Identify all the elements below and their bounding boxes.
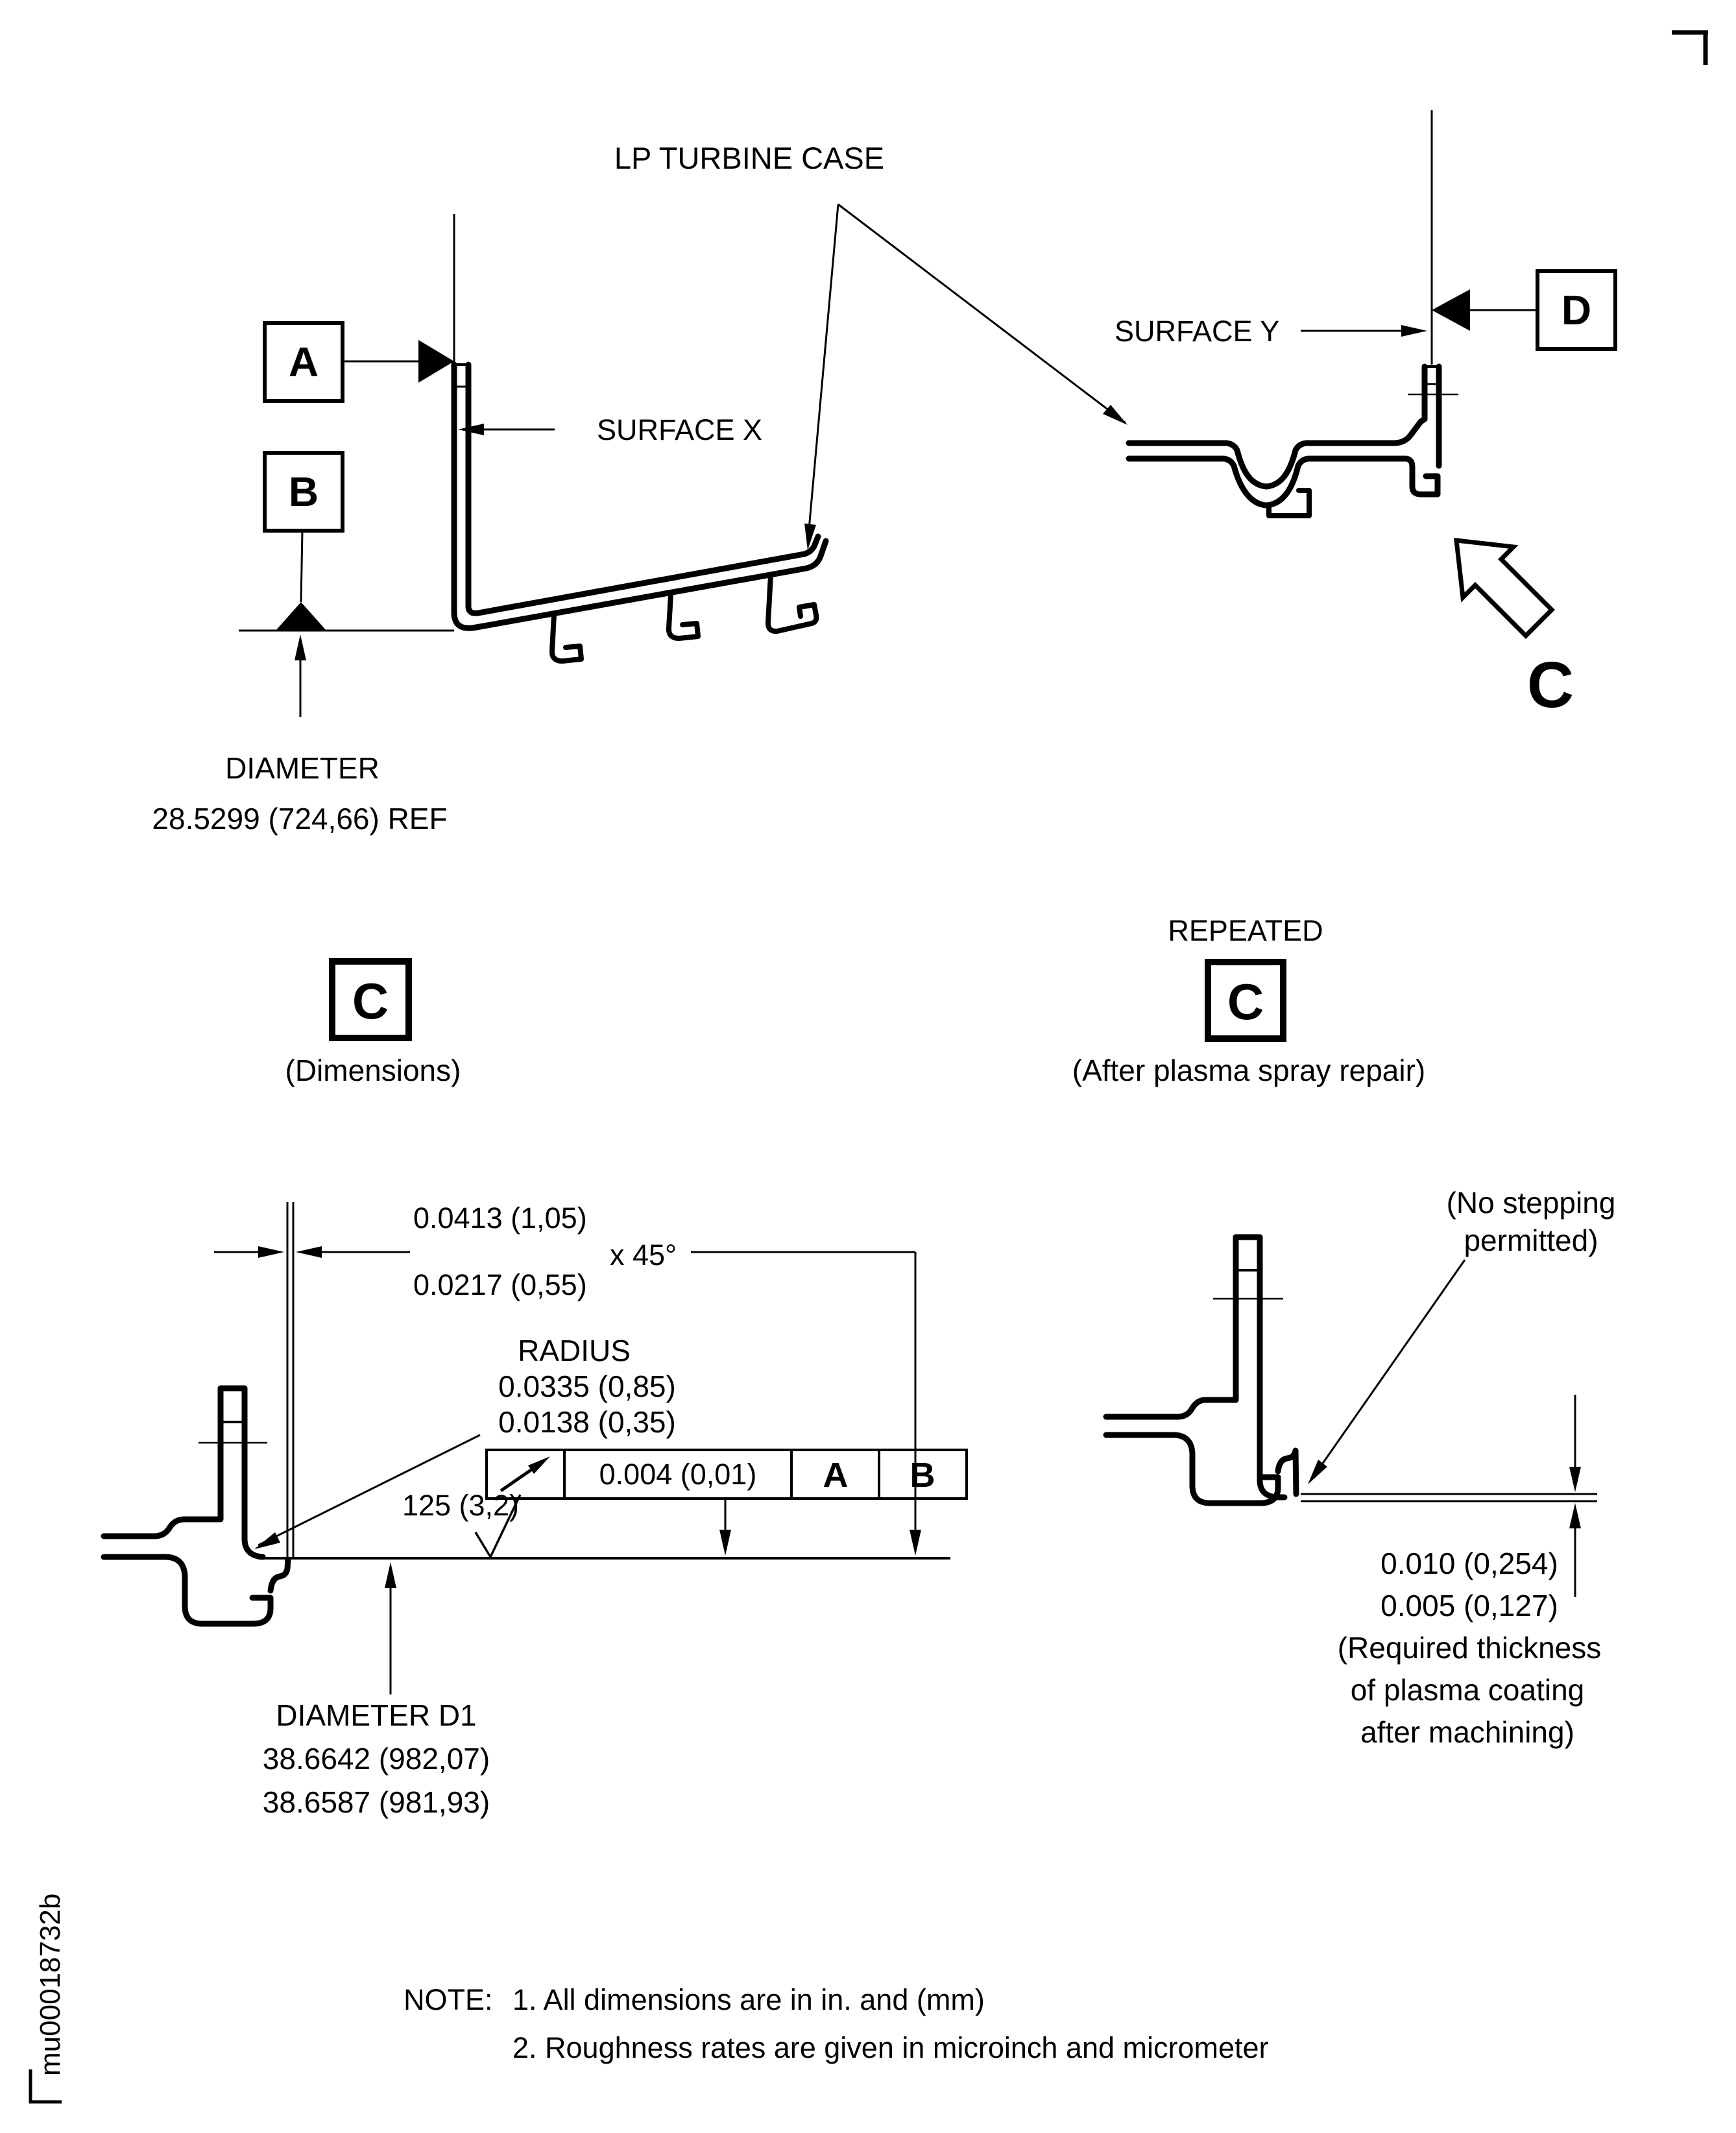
dimensions-caption: (Dimensions)	[285, 1054, 461, 1087]
note-1: 1. All dimensions are in in. and (mm)	[512, 1983, 985, 2016]
radius-callout: RADIUS 0.0335 (0,85) 0.0138 (0,35)	[254, 1334, 676, 1549]
datum-b-flag: B	[239, 451, 454, 632]
case-foot	[765, 573, 819, 634]
diameter-value: 28.5299 (724,66) REF	[152, 802, 447, 836]
radius-label: RADIUS	[518, 1334, 631, 1368]
dimensions-profile	[101, 1385, 950, 1627]
repeated-heading: REPEATED	[1168, 914, 1323, 947]
thickness-min: 0.005 (0,127)	[1380, 1589, 1558, 1622]
datum-d-letter: D	[1561, 287, 1591, 333]
top-section-view: LP TURBINE CASE A	[152, 30, 1708, 836]
datum-d-triangle	[1432, 289, 1470, 331]
chamfer-min: 0.0217 (0,55)	[413, 1268, 587, 1301]
repeated-view-header: REPEATED C (After plasma spray repair)	[1072, 914, 1426, 1087]
figure-code: mu00018732b	[34, 1894, 66, 2076]
repeated-caption: (After plasma spray repair)	[1072, 1054, 1426, 1087]
page-corner-mark-top-right	[1672, 30, 1708, 65]
case-hook-2	[666, 592, 701, 641]
left-case-profile	[451, 214, 829, 664]
diameter-d1-label: DIAMETER D1	[276, 1698, 476, 1732]
datum-d-flag: D	[1432, 269, 1617, 351]
view-c-arrow: C	[1454, 538, 1574, 721]
diameter-callout: DIAMETER 28.5299 (724,66) REF	[152, 634, 448, 836]
surface-x-label: SURFACE X	[597, 413, 762, 446]
datum-b-letter: B	[289, 468, 319, 515]
case-hook-1	[549, 612, 584, 664]
fcf-datum-1: A	[823, 1456, 849, 1495]
runout-symbol-icon	[500, 1456, 550, 1493]
view-c-letter: C	[1527, 649, 1574, 721]
chamfer-dimension: 0.0413 (1,05) 0.0217 (0,55) x 45°	[214, 1201, 921, 1558]
no-stepping-callout: (No stepping permitted)	[1308, 1186, 1615, 1484]
diameter-d1-callout: DIAMETER D1 38.6642 (982,07) 38.6587 (98…	[263, 1562, 490, 1819]
no-stepping-line2: permitted)	[1464, 1223, 1598, 1257]
repeated-c-box	[1205, 959, 1286, 1042]
no-stepping-line1: (No stepping	[1447, 1186, 1616, 1220]
chamfer-max: 0.0413 (1,05)	[413, 1201, 587, 1235]
datum-b-box	[263, 451, 344, 533]
notes-block: NOTE: 1. All dimensions are in in. and (…	[404, 1983, 1269, 2064]
fcf-leader-arrowhead	[719, 1530, 731, 1556]
surface-y-label: SURFACE Y	[1115, 315, 1279, 348]
no-stepping-arrowhead	[1308, 1460, 1327, 1484]
page-corner-mark-bottom-left	[29, 2069, 62, 2104]
view-c-box	[329, 958, 412, 1041]
thickness-max: 0.010 (0,254)	[1380, 1547, 1558, 1580]
view-direction-arrow-outline	[1454, 538, 1555, 639]
repeated-profile	[1103, 1234, 1597, 1506]
diameter-label: DIAMETER	[225, 751, 380, 785]
radius-arrowhead	[254, 1532, 280, 1549]
surface-x-arrowhead	[458, 424, 484, 435]
diameter-d1-min: 38.6587 (981,93)	[263, 1785, 490, 1819]
feature-control-frame: 0.004 (0,01) A B	[485, 1449, 968, 1556]
surface-y-arrowhead	[1401, 325, 1427, 337]
surface-y-callout: SURFACE Y	[1115, 315, 1427, 348]
thickness-note3: after machining)	[1360, 1715, 1574, 1749]
fcf-tolerance: 0.004 (0,01)	[599, 1458, 757, 1491]
roughness-value: 125 (3,2)	[402, 1489, 519, 1522]
figure-code-block: mu00018732b	[29, 1894, 66, 2104]
thickness-note2: of plasma coating	[1351, 1673, 1585, 1707]
coating-thickness-dimension: 0.010 (0,254) 0.005 (0,127) (Required th…	[1338, 1395, 1602, 1749]
thickness-note1: (Required thickness	[1338, 1631, 1602, 1665]
repeated-detail-view: REPEATED C (After plasma spray repair) (…	[1072, 914, 1616, 1749]
diameter-d1-arrowhead	[385, 1562, 396, 1588]
repeated-c-letter: C	[1227, 973, 1264, 1030]
fcf-frame	[485, 1449, 968, 1500]
diameter-d1-max: 38.6642 (982,07)	[263, 1742, 490, 1776]
view-c-box-letter: C	[352, 972, 389, 1030]
leader-arrowhead-left	[804, 524, 816, 550]
datum-b-triangle	[276, 602, 326, 631]
dimensions-view-header: C (Dimensions)	[285, 958, 461, 1087]
fcf-datum-2: B	[910, 1456, 935, 1495]
radius-min: 0.0138 (0,35)	[498, 1405, 676, 1439]
dimensions-detail-view: C (Dimensions) 0.0413 (1,05) 0.0217 (0,5…	[101, 958, 968, 1819]
right-case-profile	[1126, 110, 1458, 518]
diameter-arrowhead	[295, 634, 306, 660]
datum-a-flag: A	[263, 321, 454, 403]
note-2: 2. Roughness rates are given in microinc…	[512, 2031, 1269, 2064]
leader-arrowhead-right	[1103, 405, 1127, 425]
datum-a-triangle	[418, 340, 454, 383]
title-leader-lines	[804, 203, 1127, 550]
case-tab	[1266, 488, 1312, 518]
part-title: LP TURBINE CASE	[614, 141, 884, 175]
surface-x-callout: SURFACE X	[458, 413, 762, 446]
datum-d-box	[1536, 269, 1617, 351]
datum-a-letter: A	[289, 339, 319, 385]
note-label: NOTE:	[404, 1983, 493, 2016]
roughness-callout: 125 (3,2)	[402, 1489, 522, 1560]
radius-max: 0.0335 (0,85)	[498, 1369, 676, 1403]
chamfer-angle: x 45°	[610, 1238, 677, 1271]
